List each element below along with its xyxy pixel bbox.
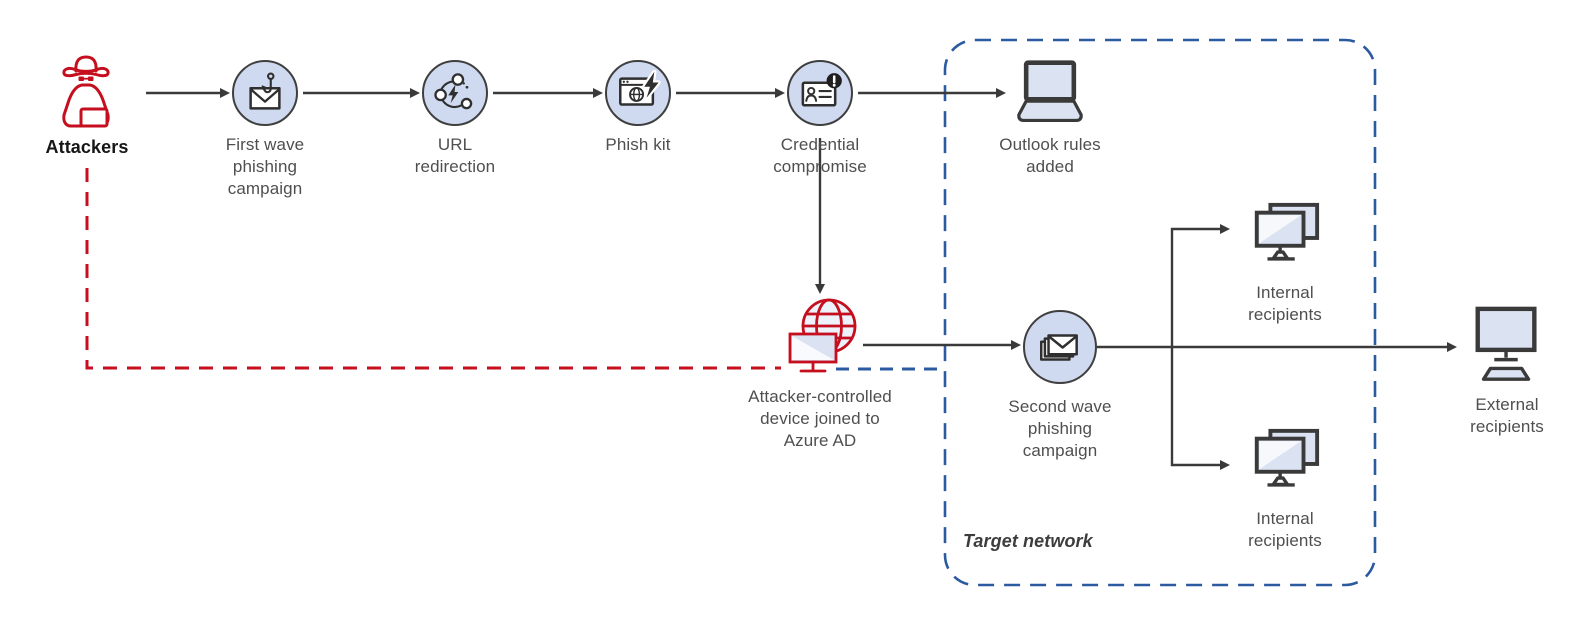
credential-alert-icon (801, 72, 842, 107)
desktop-icon (1475, 306, 1537, 381)
internal-recipients-top-label: Internal recipients (1248, 283, 1322, 324)
credential-compromise-node (787, 60, 853, 126)
external-recipients-label: External recipients (1470, 395, 1544, 436)
phish-kit-icon (619, 70, 661, 106)
phish-kit-node (605, 60, 671, 126)
workstation-icon (1254, 428, 1320, 487)
attacker-device-label: Attacker-controlled device joined to Azu… (748, 387, 892, 450)
phish-kit-label: Phish kit (605, 135, 671, 154)
attacker-device-globe-icon (788, 298, 857, 373)
url-redirection-node (422, 60, 488, 126)
arrow-branch-internal-top (1170, 224, 1230, 347)
workstation-icon (1254, 202, 1320, 261)
arrow-branch-internal-bottom (1170, 347, 1230, 470)
target-network-boundary (943, 38, 1377, 587)
first-wave-node (232, 60, 298, 126)
internal-recipients-bottom-label: Internal recipients (1248, 509, 1322, 550)
laptop-icon (1017, 60, 1083, 123)
outlook-rules-label: Outlook rules added (999, 135, 1101, 176)
second-wave-node (1023, 310, 1097, 384)
first-wave-label: First wave phishing campaign (225, 135, 305, 198)
phishing-mail-icon (249, 72, 281, 110)
second-wave-label: Second wave phishing campaign (1008, 397, 1112, 460)
mail-stack-icon (1040, 334, 1078, 361)
credential-compromise-label: Credential compromise (773, 135, 867, 176)
url-redirection-label: URL redirection (414, 135, 496, 176)
target-network-label: Target network (963, 531, 1093, 551)
spy-icon (62, 55, 110, 128)
attackers-label: Attackers (45, 137, 129, 157)
url-redirect-icon (434, 73, 473, 110)
attacker-control-dashed-line (85, 168, 781, 370)
